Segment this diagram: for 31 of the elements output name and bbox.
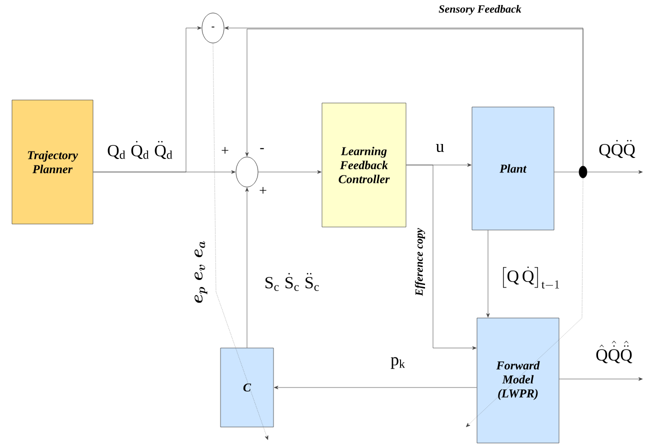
- arrow: [258, 170, 322, 174]
- arrow: [406, 164, 476, 350]
- edge-label: $\boldsymbol{e_{p}\;e_{v}\;e_{a}}$: [194, 239, 208, 305]
- dotted-arrow: [466, 178, 584, 428]
- process-box: C: [220, 348, 274, 428]
- edge-label: $\hat{\mathrm{Q}}\hat{\dot{\mathrm{Q}}}\hat{\ddot{\mathrm{Q}}}$: [594, 340, 634, 364]
- arrow: [93, 26, 202, 172]
- edge-label: Sensory Feedback: [438, 4, 522, 16]
- arrow: [559, 377, 643, 381]
- process-box: Learning Feedback Controller: [322, 102, 406, 228]
- sign-label: +: [222, 147, 228, 154]
- process-box: Plant: [472, 106, 554, 230]
- dotted-arrow: [212, 43, 268, 440]
- edge-label: $\left[\mathrm{Q}\,\dot{\mathrm{Q}}\right]_{\mathrm{t}-1}$: [498, 266, 562, 290]
- arrow: [245, 188, 249, 348]
- sign-label: +: [260, 187, 266, 194]
- edge-label: $\mathrm{S}_{\mathrm{c}}\;\dot{\mathrm{S}}_{\mathrm{c}}\;\ddot{\mathrm{S}}_{\mathrm{c}}$: [263, 272, 321, 292]
- arrow: [486, 230, 490, 318]
- edge-label: Efference copy: [414, 227, 426, 297]
- arrow: [587, 170, 643, 174]
- summing-junction: [236, 156, 258, 188]
- edge-label: $\mathrm{Q}_{\mathrm{d}}\;\dot{\mathrm{Q}}_{\mathrm{d}}\;\ddot{\mathrm{Q}}_{\mathrm{d}}$: [106, 140, 174, 160]
- edge-label: $\mathrm{p}_{\mathrm{k}}$: [390, 356, 406, 370]
- summing-junction: -: [202, 12, 224, 44]
- edge-label: $\mathrm{Q}\dot{\mathrm{Q}}\ddot{\mathrm{Q}}$: [598, 139, 636, 159]
- process-box: Trajectory Planner: [12, 100, 94, 224]
- process-box: Forward Model (LWPR): [476, 318, 560, 444]
- sign-label: -: [260, 148, 264, 150]
- arrow: [274, 386, 477, 390]
- edge-label: $\mathrm{u}$: [434, 143, 446, 153]
- junction-dot: [578, 166, 588, 178]
